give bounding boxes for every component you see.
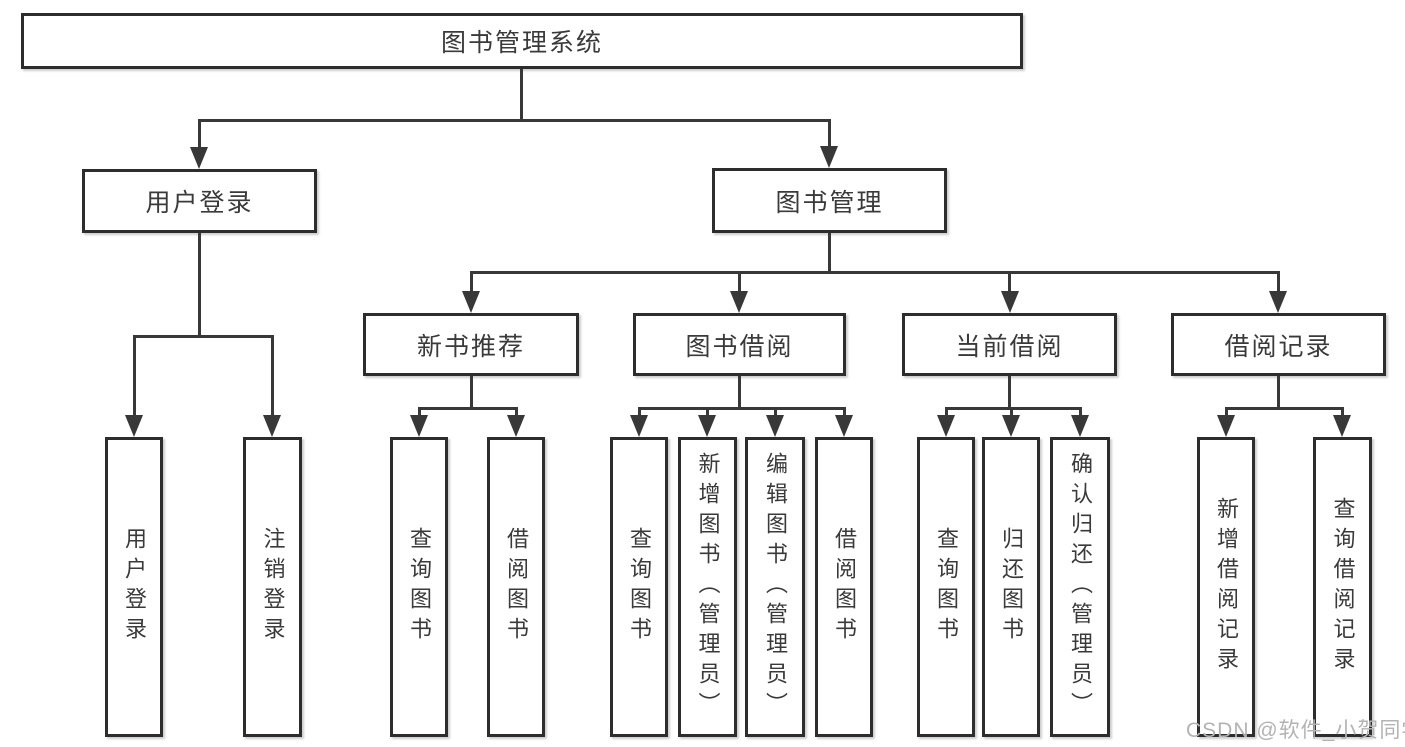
line xyxy=(738,271,741,293)
line xyxy=(706,407,709,417)
leaf-return-books-label: 归还图书 xyxy=(999,527,1024,647)
line xyxy=(738,376,741,407)
line xyxy=(1225,407,1344,410)
leaf-return-books: 归还图书 xyxy=(982,437,1040,737)
arrow-down-icon xyxy=(462,291,480,313)
node-book-management-label: 图书管理 xyxy=(775,188,884,217)
leaf-borrow-query-books-label: 查询图书 xyxy=(627,527,652,647)
line xyxy=(828,233,831,271)
node-user-login: 用户登录 xyxy=(82,169,317,233)
node-user-login-label: 用户登录 xyxy=(145,189,254,217)
arrow-down-icon xyxy=(937,415,955,437)
arrow-down-icon xyxy=(507,415,525,437)
node-new-book-recommend-label: 新书推荐 xyxy=(416,332,525,361)
leaf-newbook-query-books: 查询图书 xyxy=(390,437,448,737)
line xyxy=(133,335,136,417)
line xyxy=(638,407,846,410)
arrow-down-icon xyxy=(835,415,853,437)
arrow-down-icon xyxy=(698,415,716,437)
leaf-newbook-borrow-books: 借阅图书 xyxy=(487,437,545,737)
line xyxy=(1008,271,1011,293)
leaf-logout-label: 注销登录 xyxy=(260,527,286,647)
leaf-newbook-query-books-label: 查询图书 xyxy=(407,527,432,647)
node-book-borrow-label: 图书借阅 xyxy=(685,332,794,361)
node-current-borrow-label: 当前借阅 xyxy=(955,332,1064,361)
line xyxy=(520,69,523,119)
line xyxy=(638,407,641,417)
arrow-down-icon xyxy=(1333,415,1351,437)
leaf-add-borrow-record-label: 新增借阅记录 xyxy=(1214,497,1239,677)
leaf-current-query-books: 查询图书 xyxy=(917,437,975,737)
leaf-edit-book-admin: 编辑图书（管理员） xyxy=(745,437,805,737)
line xyxy=(774,407,777,417)
arrow-down-icon xyxy=(1001,291,1019,313)
line xyxy=(828,119,831,148)
line xyxy=(1008,376,1011,407)
line xyxy=(843,407,846,417)
node-root-label: 图书管理系统 xyxy=(440,29,603,57)
line xyxy=(1010,407,1013,417)
line xyxy=(470,271,473,293)
leaf-current-query-books-label: 查询图书 xyxy=(934,527,959,647)
line xyxy=(418,407,518,410)
leaf-add-book-admin-label: 新增图书（管理员） xyxy=(695,452,721,722)
node-book-management: 图书管理 xyxy=(712,168,947,233)
line xyxy=(198,233,201,335)
csdn-watermark: CSDN @软件_小贺同学 xyxy=(1186,719,1405,742)
line xyxy=(418,407,421,417)
arrow-down-icon xyxy=(766,415,784,437)
line xyxy=(271,335,274,417)
leaf-borrow-query-books: 查询图书 xyxy=(610,437,668,737)
arrow-down-icon xyxy=(125,415,143,437)
leaf-edit-book-admin-label: 编辑图书（管理员） xyxy=(763,452,788,722)
arrow-down-icon xyxy=(190,147,208,169)
line xyxy=(1277,376,1280,407)
line xyxy=(133,335,274,338)
line xyxy=(515,407,518,417)
line xyxy=(198,119,201,149)
line xyxy=(470,376,473,407)
arrow-down-icon xyxy=(1217,415,1235,437)
line xyxy=(198,119,831,122)
leaf-user-login-label: 用户登录 xyxy=(122,527,147,647)
arrow-down-icon xyxy=(263,415,281,437)
leaf-add-book-admin: 新增图书（管理员） xyxy=(678,437,737,737)
leaf-add-borrow-record: 新增借阅记录 xyxy=(1197,437,1255,737)
leaf-query-borrow-record: 查询借阅记录 xyxy=(1313,437,1372,737)
line xyxy=(1079,407,1082,417)
node-root: 图书管理系统 xyxy=(21,13,1023,69)
node-borrow-records-label: 借阅记录 xyxy=(1224,332,1333,361)
line xyxy=(1225,407,1228,417)
line xyxy=(945,407,948,417)
leaf-borrow-borrow-books: 借阅图书 xyxy=(815,437,873,737)
line xyxy=(1277,271,1280,293)
node-current-borrow: 当前借阅 xyxy=(902,313,1117,376)
leaf-query-borrow-record-label: 查询借阅记录 xyxy=(1330,497,1356,677)
arrow-down-icon xyxy=(630,415,648,437)
leaf-borrow-borrow-books-label: 借阅图书 xyxy=(832,527,857,647)
arrow-down-icon xyxy=(1071,415,1089,437)
leaf-logout: 注销登录 xyxy=(243,437,302,737)
leaf-confirm-return-admin-label: 确认归还（管理员） xyxy=(1068,452,1093,722)
arrow-down-icon xyxy=(730,291,748,313)
line xyxy=(470,271,1280,274)
arrow-down-icon xyxy=(410,415,428,437)
leaf-user-login: 用户登录 xyxy=(105,437,163,737)
leaf-newbook-borrow-books-label: 借阅图书 xyxy=(504,527,529,647)
arrow-down-icon xyxy=(820,146,838,168)
line xyxy=(1341,407,1344,417)
node-book-borrow: 图书借阅 xyxy=(633,313,846,376)
arrow-down-icon xyxy=(1002,415,1020,437)
leaf-confirm-return-admin: 确认归还（管理员） xyxy=(1050,437,1110,737)
arrow-down-icon xyxy=(1269,291,1287,313)
line xyxy=(945,407,1082,410)
node-new-book-recommend: 新书推荐 xyxy=(363,313,579,376)
node-borrow-records: 借阅记录 xyxy=(1171,313,1386,376)
